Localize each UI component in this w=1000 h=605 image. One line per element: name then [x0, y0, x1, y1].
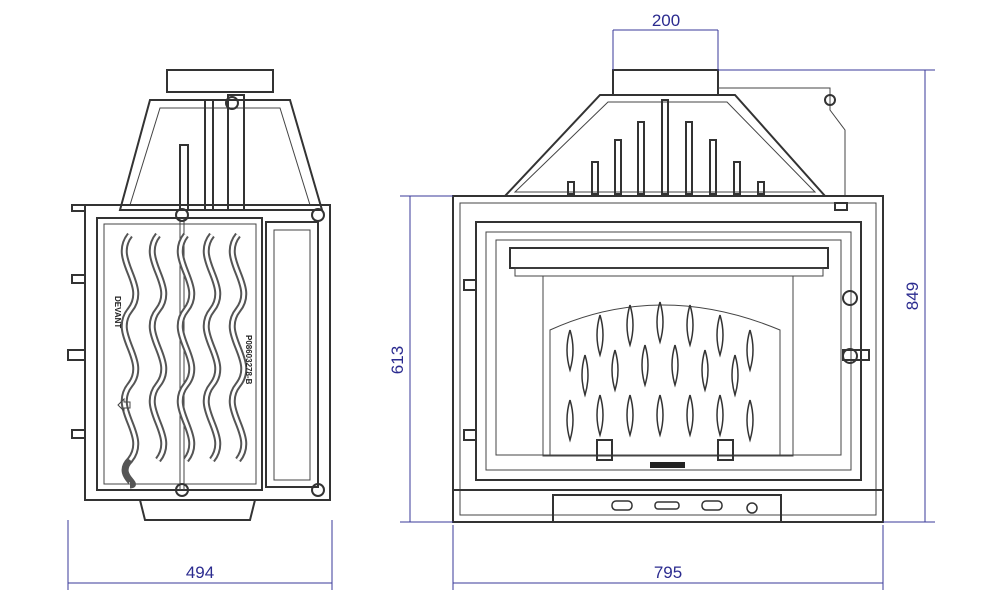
side-hood	[118, 99, 324, 211]
front-flue-collar	[612, 69, 719, 96]
front-outer-frame	[452, 195, 884, 523]
side-view: DEVANT P08603278-B	[67, 69, 331, 521]
air-control-bar	[552, 494, 782, 523]
door-handle	[842, 290, 870, 364]
damper-rod	[718, 87, 846, 196]
glass-window	[495, 239, 842, 456]
dimension-front-height: 613	[388, 195, 453, 523]
dimension-width: 795	[452, 525, 884, 590]
flue-width-label: 200	[652, 11, 680, 30]
front-marker-label: DEVANT	[113, 296, 122, 328]
front-hood	[502, 94, 828, 197]
hood-fins	[567, 99, 765, 195]
firebox-back-pattern	[549, 301, 781, 468]
side-wave-pattern	[120, 232, 248, 489]
dimension-depth: 494	[67, 520, 333, 590]
door-frame	[475, 221, 862, 481]
part-number-label: P08603278-B	[244, 335, 253, 385]
air-control-knobs	[611, 500, 758, 514]
dimension-total-height: 849	[718, 69, 935, 523]
width-label: 795	[654, 563, 682, 582]
total-height-label: 849	[903, 282, 922, 310]
side-flue-collar	[166, 69, 274, 93]
dimension-flue-width: 200	[612, 11, 719, 70]
front-height-label: 613	[388, 346, 407, 374]
front-view	[452, 69, 884, 523]
depth-label: 494	[186, 563, 214, 582]
arrow-icon	[117, 397, 131, 413]
door-hinges	[463, 279, 477, 441]
side-base	[139, 499, 256, 521]
